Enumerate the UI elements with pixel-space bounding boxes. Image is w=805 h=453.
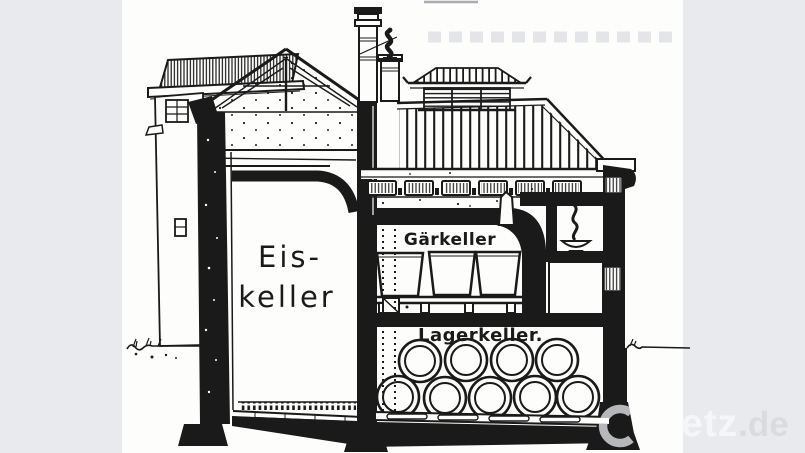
gaerkeller-ceiling xyxy=(377,190,605,317)
house-window-small xyxy=(174,218,187,237)
ground-line-right xyxy=(626,338,691,350)
chimney-tall xyxy=(354,7,398,103)
house-skirt xyxy=(144,124,164,136)
faint-scan-band xyxy=(424,0,678,43)
ground-line-left xyxy=(126,337,205,359)
fermentation-vats xyxy=(374,250,522,314)
lagerkeller-label: Lagerkeller. xyxy=(418,325,543,346)
roof-dormer xyxy=(402,67,532,112)
house-window-6pane xyxy=(165,99,189,123)
left-gray-margin xyxy=(0,0,122,453)
barrel-row-bottom xyxy=(375,374,601,421)
ceiling-vent-pipe xyxy=(497,190,516,226)
lower-wall-opening xyxy=(548,261,604,316)
dotted-pipe-lines xyxy=(382,229,396,412)
right-gray-margin xyxy=(683,0,805,453)
attic-floor-speckles xyxy=(381,172,533,207)
eiskeller-label-line2: keller xyxy=(238,280,336,314)
wall-vent-window-upper xyxy=(604,176,623,194)
eiskeller-roof xyxy=(188,47,363,214)
eiskeller-ceiling-cove xyxy=(232,170,360,214)
watermark-suffix: .de xyxy=(738,405,789,444)
wall-vent-window-lower xyxy=(603,266,622,292)
frieze-vent xyxy=(367,180,397,196)
barrel-rail xyxy=(374,410,611,427)
finial-ornament xyxy=(384,28,394,60)
barrel-row-top xyxy=(397,337,580,384)
eiskeller-label-line1: Eis- xyxy=(258,240,322,274)
gaerkeller-label: Gärkeller xyxy=(403,230,497,250)
smoke-wisp xyxy=(571,203,579,242)
lager-barrels xyxy=(375,337,601,421)
chimney-finial xyxy=(377,27,403,102)
burner-room xyxy=(546,203,604,316)
gaerkeller-floor-slab xyxy=(377,313,604,327)
watermark-text: etz xyxy=(681,402,739,445)
burner-dish xyxy=(559,240,593,248)
eiskeller-insulated-wall xyxy=(197,112,234,424)
watermark: etz.de xyxy=(681,404,789,443)
